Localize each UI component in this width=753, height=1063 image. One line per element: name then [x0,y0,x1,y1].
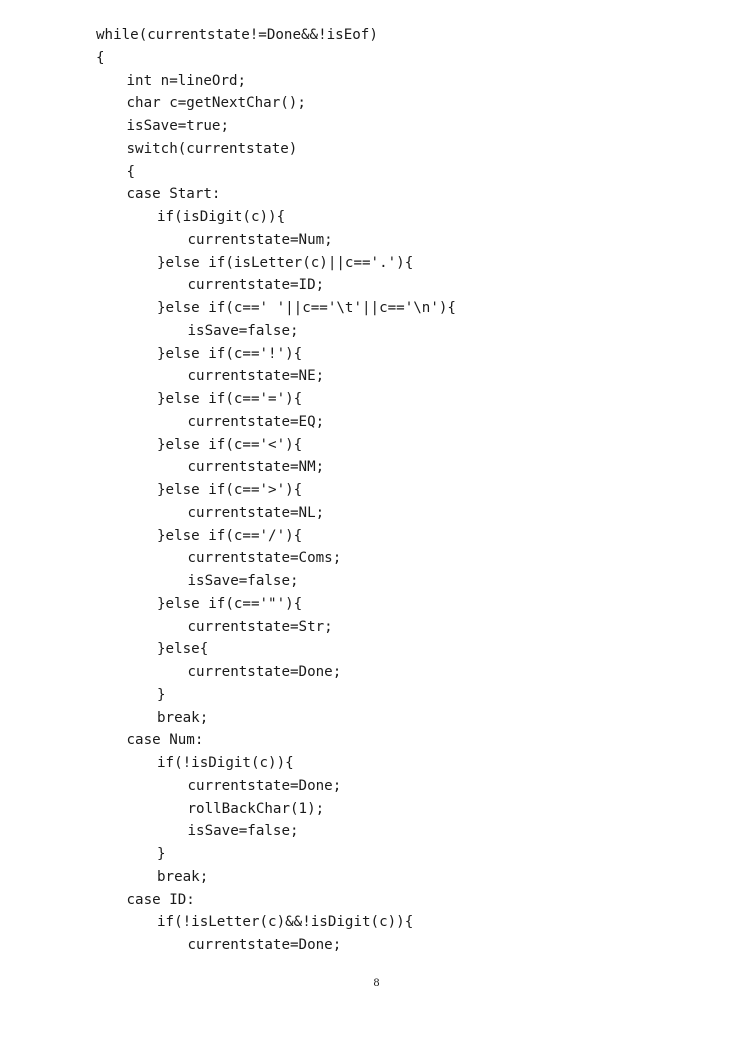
code-line: case ID: [126,891,195,908]
code-line: break; [157,709,209,726]
code-line: } [157,686,166,703]
code-line: }else if(c=='/'){ [157,527,303,544]
code-line: }else if(c=='!'){ [157,345,303,362]
code-line: }else if(isLetter(c)||c=='.'){ [157,254,414,271]
code-line: currentstate=Coms; [187,550,342,567]
code-line: isSave=true; [126,118,230,134]
code-line: int n=lineOrd; [126,72,247,89]
code-line: case Start: [126,186,221,203]
code-line: if(!isDigit(c)){ [157,755,294,771]
code-line: if(!isLetter(c)&&!isDigit(c)){ [157,914,414,931]
code-line: currentstate=Num; [187,231,333,248]
code-line: if(isDigit(c)){ [157,209,286,225]
page-number: 8 [373,975,380,989]
code-line: isSave=false; [187,823,299,840]
code-line: } [157,846,166,862]
code-line: currentstate=NE; [187,368,325,385]
code-line: }else if(c=='='){ [157,391,303,407]
code-line: char c=getNextChar(); [126,95,306,112]
code-line: { [96,49,105,66]
code-line: currentstate=ID; [187,277,325,294]
code-line: currentstate=Done; [187,777,342,794]
code-line: currentstate=NL; [187,504,325,521]
code-line: }else if(c=='>'){ [157,482,303,498]
code-line: currentstate=Done; [187,937,342,953]
code-line: isSave=false; [187,322,299,339]
code-line: currentstate=NM; [187,459,325,476]
code-listing: while(currentstate!=Done&&!isEof) { int n=… [96,24,456,957]
code-line: rollBackChar(1); [187,800,325,817]
code-line: break; [157,868,209,885]
code-line: switch(currentstate) [126,140,298,157]
code-line: }else if(c==' '||c=='\t'||c=='\n'){ [157,300,456,316]
code-line: currentstate=Str; [187,618,333,635]
code-line: currentstate=EQ; [187,413,325,430]
code-line: }else{ [157,641,209,658]
code-line: }else if(c=='"'){ [157,595,303,612]
code-line: }else if(c=='<'){ [157,436,303,453]
code-line: while(currentstate!=Done&&!isEof) [96,27,378,43]
code-line: { [126,163,136,180]
code-line: currentstate=Done; [187,664,342,680]
code-line: isSave=false; [187,573,299,589]
code-line: case Num: [126,732,204,749]
